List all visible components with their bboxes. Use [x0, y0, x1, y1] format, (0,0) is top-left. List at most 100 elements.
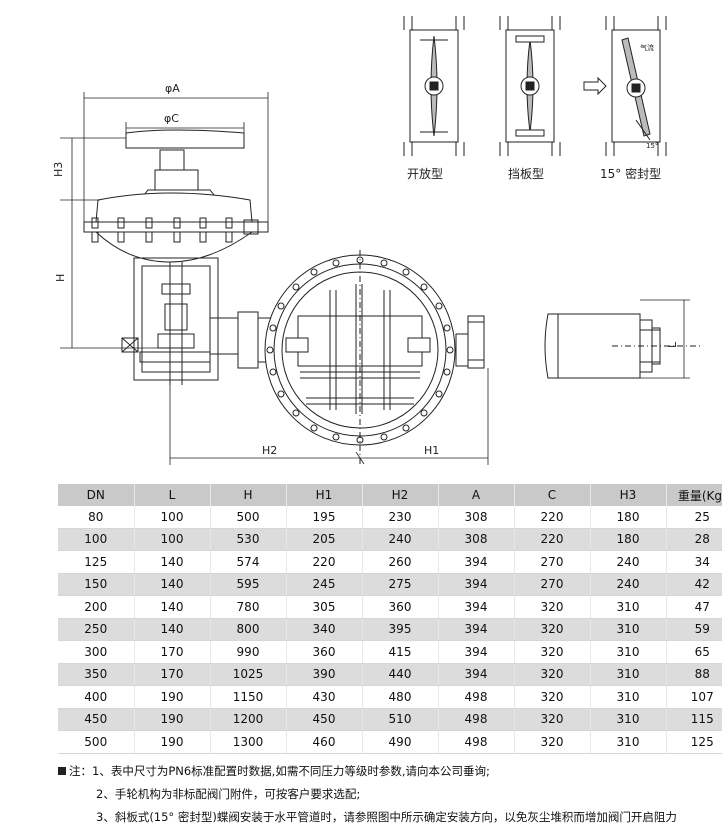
table-cell: 780	[209, 595, 286, 619]
table-cell: 170	[133, 640, 210, 664]
table-cell: 360	[285, 640, 362, 664]
table-cell: 220	[513, 506, 590, 529]
table-cell: 394	[437, 618, 514, 641]
note-2: 2、手轮机构为非标配阀门附件，可按客户要求选配;	[96, 787, 361, 801]
table-cell: 150	[58, 573, 134, 596]
bullet-square-icon	[58, 767, 66, 775]
table-cell: 310	[589, 685, 666, 709]
table-cell: 125	[58, 550, 134, 574]
table-cell: 47	[665, 595, 722, 619]
table-cell: 395	[361, 618, 438, 641]
table-cell: 460	[285, 730, 362, 754]
table-cell: 320	[513, 640, 590, 664]
col-header: H3	[589, 484, 666, 506]
table-cell: 230	[361, 506, 438, 529]
col-header: L	[133, 484, 210, 506]
table-cell: 500	[58, 730, 134, 754]
valve-body-front-view	[264, 250, 485, 465]
table-cell: 180	[589, 506, 666, 529]
dim-label-h2: H2	[262, 444, 277, 457]
dim-label-h: H	[54, 274, 67, 282]
table-cell: 115	[665, 708, 722, 731]
open-type-view	[403, 16, 465, 156]
table-cell: 490	[361, 730, 438, 754]
table-cell: 440	[361, 663, 438, 686]
table-cell: 170	[133, 663, 210, 686]
table-cell: 430	[285, 685, 362, 709]
table-cell: 220	[513, 528, 590, 551]
type-label-sealed: 15° 密封型	[600, 166, 661, 181]
table-cell: 107	[665, 685, 722, 709]
table-cell: 394	[437, 550, 514, 574]
table-cell: 300	[58, 640, 134, 664]
table-cell: 240	[589, 550, 666, 574]
dim-label-phi-a: φA	[165, 82, 180, 95]
col-header: A	[437, 484, 514, 506]
table-cell: 310	[589, 730, 666, 754]
col-header: DN	[58, 484, 134, 506]
flow-arrow-icon	[583, 76, 607, 96]
table-cell: 310	[589, 640, 666, 664]
table-cell: 59	[665, 618, 722, 641]
dim-label-l: L	[666, 341, 679, 348]
table-cell: 394	[437, 595, 514, 619]
table-cell: 140	[133, 595, 210, 619]
notes: 注：1、表中尺寸为PN6标准配置时数据,如需不同压力等级时参数,请向本公司垂询;…	[58, 760, 722, 829]
table-cell: 310	[589, 618, 666, 641]
note-row-2: 2、手轮机构为非标配阀门附件，可按客户要求选配;	[58, 783, 722, 806]
table-cell: 394	[437, 573, 514, 596]
note-row-1: 注：1、表中尺寸为PN6标准配置时数据,如需不同压力等级时参数,请向本公司垂询;	[58, 760, 722, 783]
table-cell: 450	[58, 708, 134, 731]
col-header: C	[513, 484, 590, 506]
dim-label-h3: H3	[52, 162, 65, 177]
table-cell: 34	[665, 550, 722, 574]
table-cell: 498	[437, 708, 514, 731]
dim-label-h1: H1	[424, 444, 439, 457]
table-cell: 400	[58, 685, 134, 709]
table-cell: 1025	[209, 663, 286, 686]
table-cell: 308	[437, 528, 514, 551]
table-cell: 320	[513, 730, 590, 754]
table-header-row: DN L H H1 H2 A C H3 重量(Kg)	[58, 484, 722, 506]
table-cell: 480	[361, 685, 438, 709]
note-row-3: 3、斜板式(15° 密封型)蝶阀安装于水平管道时，请参照图中所示确定安装方向，以…	[58, 806, 722, 829]
table-cell: 65	[665, 640, 722, 664]
table-cell: 245	[285, 573, 362, 596]
table-cell: 310	[589, 663, 666, 686]
table-cell: 28	[665, 528, 722, 551]
table-cell: 320	[513, 618, 590, 641]
table-cell: 350	[58, 663, 134, 686]
table-cell: 1200	[209, 708, 286, 731]
table-cell: 205	[285, 528, 362, 551]
col-header: H1	[285, 484, 362, 506]
table-cell: 100	[133, 528, 210, 551]
flange-bolt-holes	[266, 256, 454, 444]
table-cell: 180	[589, 528, 666, 551]
table-cell: 100	[58, 528, 134, 551]
sealed-type-view	[583, 16, 667, 156]
col-header: 重量(Kg)	[665, 484, 722, 506]
table-cell: 220	[285, 550, 362, 574]
table-cell: 140	[133, 618, 210, 641]
table-cell: 394	[437, 640, 514, 664]
table-cell: 310	[589, 708, 666, 731]
table-cell: 270	[513, 573, 590, 596]
angle-text: 15°	[646, 142, 658, 150]
table-cell: 42	[665, 573, 722, 596]
table-cell: 320	[513, 685, 590, 709]
dimension-lines	[60, 92, 690, 465]
table-cell: 240	[589, 573, 666, 596]
table-cell: 415	[361, 640, 438, 664]
table-cell: 320	[513, 663, 590, 686]
table-cell: 195	[285, 506, 362, 529]
